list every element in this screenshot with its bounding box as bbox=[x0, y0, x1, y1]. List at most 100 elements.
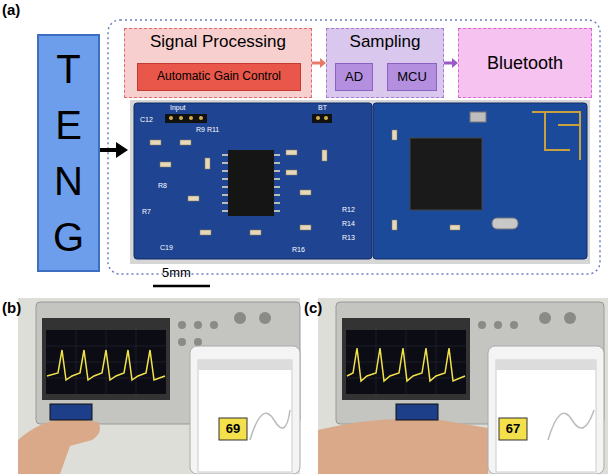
knob bbox=[178, 321, 186, 329]
rate-curve bbox=[548, 410, 594, 440]
pin bbox=[179, 116, 183, 120]
ic-pins bbox=[222, 155, 280, 211]
smd-part bbox=[450, 225, 460, 230]
scope-screen bbox=[346, 330, 466, 394]
stage-group: Signal ProcessingAutomatic Gain Control bbox=[124, 28, 312, 98]
photo-ground bbox=[318, 298, 608, 474]
phone-screen bbox=[198, 360, 292, 472]
process-box: Automatic Gain Control bbox=[137, 63, 301, 91]
smd-part bbox=[160, 162, 171, 167]
scale-bar bbox=[153, 285, 210, 288]
silkscreen-text: Input bbox=[170, 104, 186, 112]
knob bbox=[494, 321, 502, 329]
flow-arrow bbox=[444, 58, 458, 68]
silkscreen-text: R14 bbox=[342, 220, 355, 228]
smd-part bbox=[205, 158, 210, 169]
scope-grid bbox=[46, 330, 166, 394]
sensor-board bbox=[50, 404, 92, 420]
pin bbox=[324, 116, 328, 120]
pin bbox=[316, 116, 320, 120]
knob bbox=[234, 312, 246, 324]
input-arrow bbox=[100, 148, 118, 152]
silkscreen-text: C12 bbox=[140, 116, 153, 124]
box-label: Bluetooth bbox=[487, 53, 563, 74]
knob bbox=[178, 338, 186, 346]
smd-part bbox=[300, 190, 311, 195]
silkscreen-text: BT bbox=[318, 104, 327, 112]
knob bbox=[478, 321, 486, 329]
rate-box bbox=[219, 418, 247, 440]
pin bbox=[199, 116, 203, 120]
oscillator bbox=[470, 112, 486, 122]
box-label: TENG bbox=[49, 41, 89, 265]
scope-knobs bbox=[178, 312, 271, 346]
rate-curve bbox=[250, 410, 290, 440]
pcb-board bbox=[134, 103, 372, 259]
ic-chip bbox=[228, 150, 274, 216]
output-box: Bluetooth bbox=[458, 28, 592, 98]
sensor-board bbox=[396, 404, 438, 420]
smd-part bbox=[250, 230, 261, 235]
silkscreen-text: R12 bbox=[342, 206, 355, 214]
arrow-shaft bbox=[444, 62, 452, 65]
silkscreen-text: C19 bbox=[160, 244, 173, 252]
scope-bezel bbox=[42, 318, 170, 400]
dashed-region bbox=[108, 20, 600, 274]
source-box: TENG bbox=[37, 34, 100, 272]
phone bbox=[190, 346, 300, 474]
knob bbox=[259, 312, 271, 324]
hand bbox=[18, 418, 100, 474]
heart-rate-value: 69 bbox=[219, 422, 247, 436]
mcu-chip bbox=[410, 138, 482, 210]
knob bbox=[564, 312, 576, 324]
photo-ground bbox=[130, 100, 590, 264]
app-bar bbox=[198, 360, 292, 370]
box-label: AD bbox=[345, 70, 363, 85]
scope-grid bbox=[346, 330, 466, 394]
knob bbox=[194, 321, 202, 329]
arm bbox=[318, 419, 488, 474]
knob bbox=[539, 312, 551, 324]
pin bbox=[169, 116, 173, 120]
input-arrowhead bbox=[116, 142, 128, 158]
smd-part bbox=[300, 225, 311, 230]
smd-part bbox=[200, 230, 211, 235]
scale-label: 5mm bbox=[162, 266, 191, 280]
rate-box bbox=[499, 418, 527, 440]
panel-label: (b) bbox=[2, 300, 21, 317]
knob bbox=[194, 338, 202, 346]
pin-header bbox=[312, 114, 332, 123]
arrow-shaft bbox=[312, 62, 320, 65]
scope-knobs bbox=[478, 312, 576, 329]
scope-screen bbox=[46, 330, 166, 394]
pin-header bbox=[165, 114, 207, 123]
antenna-trace bbox=[532, 112, 580, 160]
panel-label: (a) bbox=[2, 2, 20, 19]
panel-label: (c) bbox=[304, 300, 322, 317]
box-label: Automatic Gain Control bbox=[157, 70, 281, 84]
smd-part bbox=[322, 150, 327, 161]
process-box: MCU bbox=[387, 63, 437, 91]
silkscreen-text: R8 bbox=[158, 182, 167, 190]
knob bbox=[210, 321, 218, 329]
pin bbox=[189, 116, 193, 120]
stage-group: SamplingAD MCU bbox=[326, 28, 444, 98]
pulse-waveform bbox=[347, 348, 465, 381]
group-title: Signal Processing bbox=[150, 32, 286, 52]
pcb-board bbox=[373, 103, 587, 259]
crystal bbox=[492, 218, 518, 229]
silkscreen-text: R16 bbox=[292, 246, 305, 254]
group-title: Sampling bbox=[350, 32, 421, 52]
silkscreen-text: R13 bbox=[342, 234, 355, 242]
pulse-waveform bbox=[47, 350, 165, 380]
smd-part bbox=[188, 196, 199, 201]
smd-part bbox=[150, 140, 161, 145]
knob bbox=[510, 321, 518, 329]
flow-arrow bbox=[312, 58, 326, 68]
smd-part bbox=[392, 130, 397, 140]
scope-bezel bbox=[342, 318, 470, 400]
smd-part bbox=[286, 150, 297, 155]
app-bar bbox=[496, 360, 596, 370]
box-label: MCU bbox=[397, 70, 427, 85]
